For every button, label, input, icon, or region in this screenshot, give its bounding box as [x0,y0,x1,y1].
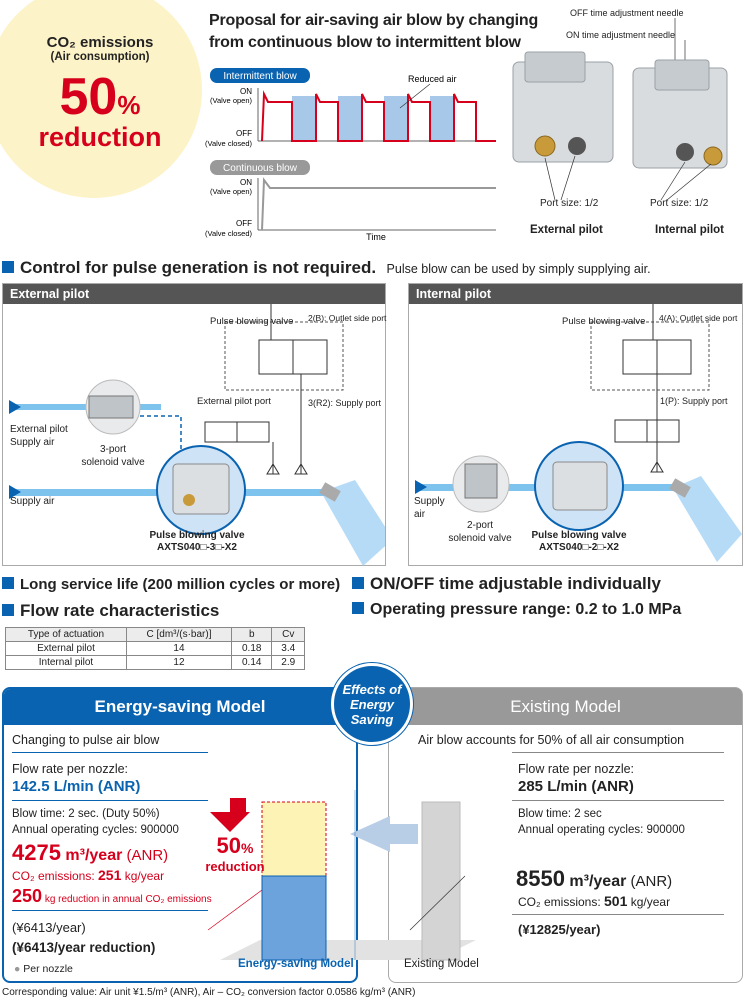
port-size-left: Port size: 1/2 [540,198,599,209]
ex-co2: CO₂ emissions: 501 kg/year [518,893,671,909]
feature-flow-rate: Flow rate characteristics [2,601,219,621]
comparison-bars [207,790,476,961]
existing-bar [421,801,461,961]
svg-text:(Valve open): (Valve open) [210,187,252,196]
ex-volume: 8550 m³/year (ANR) [516,866,673,891]
es-yen: (¥6413/year) [12,920,86,935]
internal-pilot-circuit [415,304,742,562]
port-size-right: Port size: 1/2 [650,198,709,209]
svg-text:OFF: OFF [236,219,252,228]
continuous-signal [261,177,496,231]
external-pilot-circuit [9,304,385,566]
badge-percent: 50% [59,68,141,126]
ex-accounts: Air blow accounts for 50% of all air con… [418,733,685,747]
footnote: Corresponding value: Air unit ¥1.5/m³ (A… [2,987,416,998]
proposal-title: Proposal for air-saving air blow by chan… [209,12,539,51]
ex-flow-label: Flow rate per nozzle: [518,762,635,776]
external-pilot-caption: External pilot [530,224,603,236]
comparison-arrow-icon [350,816,418,852]
ex-bar-label: Existing Model [404,958,479,970]
es-flow-label: Flow rate per nozzle: [12,762,129,776]
reduction-badge [0,0,202,198]
intermittent-tag [210,68,310,83]
svg-text:(Valve closed): (Valve closed) [205,139,252,148]
es-per-nozzle: ● Per nozzle [14,963,73,975]
ext-supply-port-label: 3(R2): Supply port [308,398,382,408]
external-pilot-panel: External pilot [2,283,386,566]
es-co2: CO₂ emissions: 251 kg/year [12,867,165,883]
ex-yen: (¥12825/year) [518,922,601,937]
svg-text:Intermittent blow: Intermittent blow [223,71,297,82]
intermittent-signal [261,90,496,142]
svg-text:Time: Time [366,232,386,242]
int-supply-port-label: 1(P): Supply port [660,396,728,406]
on-needle-label: ON time adjustment needle [566,30,676,40]
svg-text:ON: ON [240,87,252,96]
reduction-arrow-icon [210,812,250,832]
es-reduction: 250 kg reduction in annual CO₂ emissions [12,886,212,906]
energy-saving-title: Energy-saving Model [4,689,356,725]
timing-diagram: Intermittent blow ON (Valve open) OFF (V… [205,68,496,242]
es-volume: 4275 m³/year (ANR) [12,840,169,865]
ext-outlet-label: 2(B): Outlet side port [308,313,387,323]
off-needle-label: OFF time adjustment needle [570,8,684,18]
ex-cycles: Annual operating cycles: 900000 [518,824,685,836]
es-blow-time: Blow time: 2 sec. (Duty 50%) [12,808,160,820]
ex-blow-time: Blow time: 2 sec [518,808,602,820]
ex-flow-value: 285 L/min (ANR) [518,778,634,795]
internal-pilot-header: Internal pilot [409,284,742,304]
es-cycles: Annual operating cycles: 900000 [12,824,179,836]
svg-text:(Valve closed): (Valve closed) [205,229,252,238]
section-pulse-heading: Control for pulse generation is not requ… [2,258,651,278]
badge-line1: CO₂ emissions [46,34,154,51]
svg-text:Continuous blow: Continuous blow [223,163,298,174]
svg-text:OFF: OFF [236,129,252,138]
es-bar-label: Energy-saving Model [238,958,354,970]
svg-text:ON: ON [240,178,252,187]
reduced-air-blocks [292,96,454,141]
valve-photos [512,18,728,201]
internal-pilot-panel: Internal pilot [408,283,743,566]
internal-pilot-caption: Internal pilot [655,224,724,236]
es-changing: Changing to pulse air blow [12,733,160,747]
badge-reduction: reduction [38,122,162,152]
heading-square-icon [2,261,14,273]
int-outlet-label: 4(A): Outlet side port [659,313,738,323]
feature-long-life: Long service life (200 million cycles or… [2,576,340,593]
ext-supply-air-label: Supply air [10,496,55,507]
es-pct-reduction: 50%reduction [205,833,265,874]
svg-text:Reduced air: Reduced air [408,74,457,84]
es-flow-value: 142.5 L/min (ANR) [12,778,141,795]
external-pilot-valve [512,51,614,163]
int-pulse-valve-label: Pulse blowing valve [562,316,646,327]
ext-pilot-port-label: External pilot port [197,396,271,407]
svg-text:(Valve open): (Valve open) [210,96,252,105]
badge-text: CO₂ emissions (Air consumption) 50% redu… [0,34,200,153]
reduction-bar [261,801,327,877]
external-pilot-header: External pilot [3,284,385,304]
feature-pressure-range: Operating pressure range: 0.2 to 1.0 MPa [352,601,681,619]
continuous-tag [210,160,310,175]
ext-pulse-valve-label: Pulse blowing valve [210,316,294,327]
internal-pilot-valve [632,59,728,169]
energy-saving-bar [261,875,327,961]
feature-on-off-time: ON/OFF time adjustable individually [352,574,661,594]
existing-title: Existing Model [389,688,742,725]
badge-line2: (Air consumption) [50,51,150,63]
es-yen-reduction: (¥6413/year reduction) [12,940,156,955]
